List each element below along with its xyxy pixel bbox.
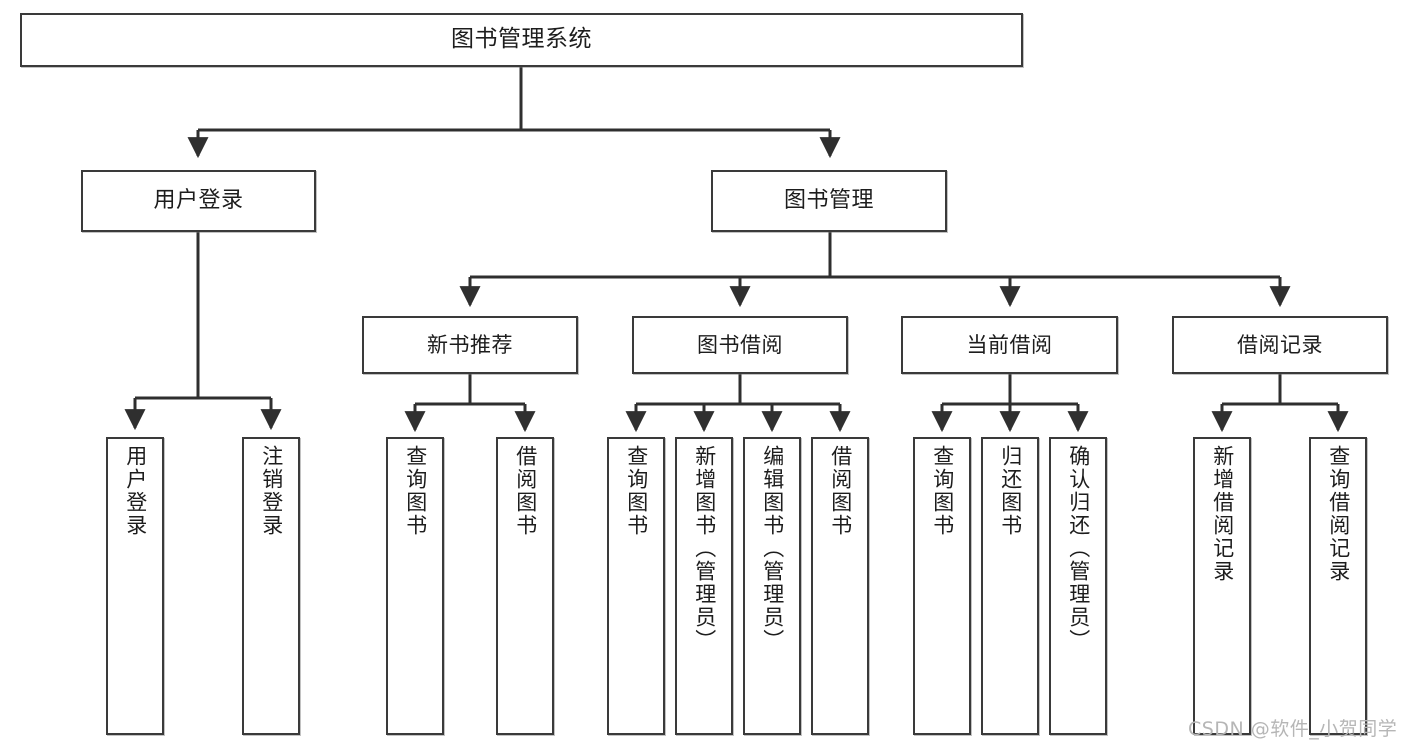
node-new-book-recommend[interactable]: 新书推荐 [362,316,578,374]
node-label: 图书借阅 [697,332,783,357]
leaf-new-book-borrow[interactable]: 借阅图书 [496,437,554,735]
watermark-text: CSDN @软件_小贺同学 [1188,718,1398,740]
node-label: 归还图书 [998,445,1023,537]
leaf-current-borrow-return[interactable]: 归还图书 [981,437,1039,735]
leaf-book-borrow-edit[interactable]: 编辑图书（管理员） [743,437,801,735]
leaf-user-login-login[interactable]: 用户登录 [106,437,164,735]
node-label: 查询图书 [624,445,649,537]
node-label: 当前借阅 [966,332,1053,357]
node-borrow-record[interactable]: 借阅记录 [1172,316,1388,374]
leaf-book-borrow-borrow[interactable]: 借阅图书 [811,437,869,735]
node-label: 确认归还（管理员） [1066,445,1091,652]
node-label: 用户登录 [123,445,148,537]
leaf-borrow-record-query[interactable]: 查询借阅记录 [1309,437,1367,735]
node-label: 注销登录 [259,445,284,537]
node-label: 新增图书（管理员） [692,445,717,652]
leaf-current-borrow-confirm-return[interactable]: 确认归还（管理员） [1049,437,1107,735]
node-label: 图书管理系统 [451,26,592,53]
leaf-user-login-logout[interactable]: 注销登录 [242,437,300,735]
node-label: 查询借阅记录 [1326,445,1351,583]
node-book-management[interactable]: 图书管理 [711,170,947,232]
node-label: 借阅图书 [828,445,853,537]
leaf-new-book-query[interactable]: 查询图书 [386,437,444,735]
node-book-borrow[interactable]: 图书借阅 [632,316,848,374]
node-root-system[interactable]: 图书管理系统 [20,13,1023,67]
leaf-borrow-record-add[interactable]: 新增借阅记录 [1193,437,1251,735]
node-label: 借阅图书 [513,445,538,537]
node-current-borrow[interactable]: 当前借阅 [901,316,1118,374]
node-label: 查询图书 [930,445,955,537]
node-user-login[interactable]: 用户登录 [81,170,316,232]
node-label: 用户登录 [153,188,244,214]
leaf-book-borrow-add[interactable]: 新增图书（管理员） [675,437,733,735]
node-label: 新书推荐 [427,332,513,357]
node-label: 新增借阅记录 [1210,445,1235,583]
node-label: 图书管理 [783,188,874,214]
node-label: 编辑图书（管理员） [760,445,785,652]
leaf-current-borrow-query[interactable]: 查询图书 [913,437,971,735]
node-label: 借阅记录 [1237,332,1323,357]
leaf-book-borrow-query[interactable]: 查询图书 [607,437,665,735]
node-label: 查询图书 [403,445,428,537]
